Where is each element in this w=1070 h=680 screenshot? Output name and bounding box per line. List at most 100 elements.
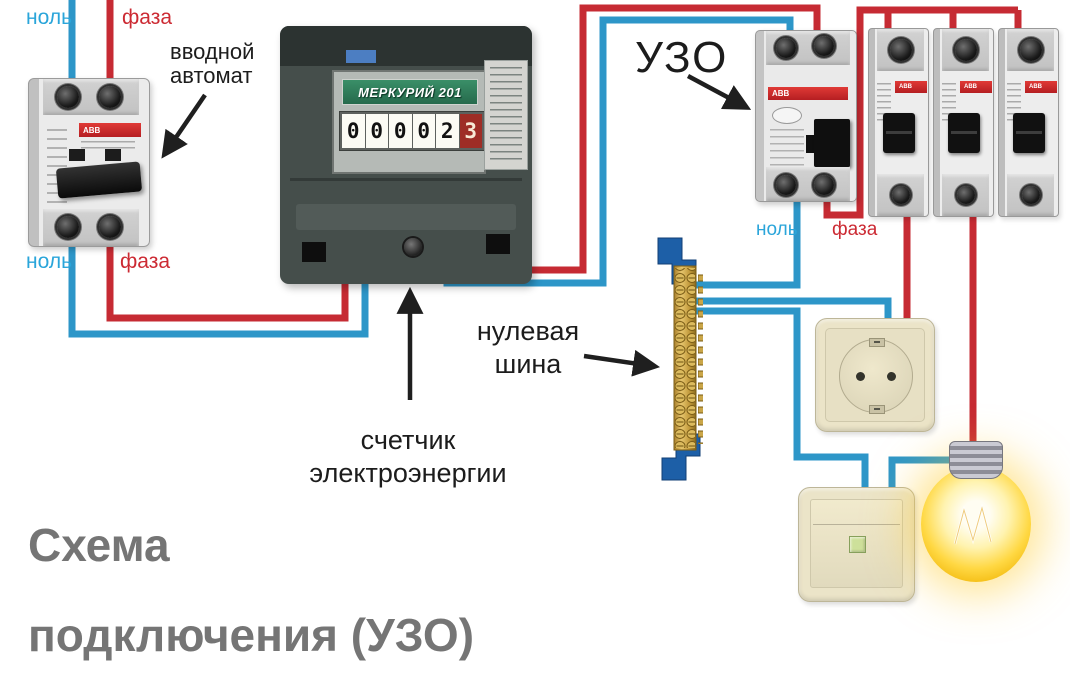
- terminal-screw: [57, 86, 79, 108]
- page-title-line2: подключения (УЗО): [28, 609, 475, 661]
- abb-logo-band: ABB: [1025, 81, 1057, 93]
- terminal-screw: [957, 186, 975, 204]
- label-phase-top: фаза: [122, 6, 173, 29]
- label-input-breaker-line1: вводной: [170, 39, 255, 64]
- spec-markings: [81, 141, 135, 153]
- rcd-top-terminals: [766, 31, 850, 65]
- breaker-toggle: [1013, 113, 1045, 153]
- rcd-toggle-step: [806, 135, 815, 153]
- label-rcd: УЗО: [635, 33, 729, 82]
- counter-digit: 0: [342, 114, 365, 148]
- switch-rocker: [810, 499, 903, 588]
- terminal-screw: [776, 175, 796, 195]
- wire-neutral-breaker-to-meter: [68, 238, 369, 338]
- meter-top-cap: [280, 26, 532, 66]
- counter-digit: 0: [389, 114, 412, 148]
- neutral-bus: [657, 237, 703, 481]
- label-meter-caption: счетчик электроэнергии: [288, 424, 528, 490]
- label-neutral-bus-line1: нулевая: [476, 316, 580, 346]
- electricity-meter: МЕРКУРИЙ 201 0 0 0 0 2 3: [280, 26, 532, 284]
- terminal-screw: [890, 39, 912, 61]
- meter-seal-sticker: [346, 50, 376, 63]
- abb-logo: ABB: [899, 84, 912, 90]
- wire-neutral-switch-to-bulb: [888, 456, 953, 495]
- bulb-screw-base: [949, 441, 1003, 479]
- terminal-screw: [776, 38, 796, 58]
- page-title-line1: Схема: [28, 519, 170, 571]
- light-switch: [798, 487, 915, 602]
- label-phase-bottom: фаза: [120, 250, 171, 273]
- wire-neutral-bus-to-switch: [695, 307, 869, 495]
- abb-logo-band: ABB: [79, 123, 141, 137]
- label-rcd-phase: фаза: [832, 219, 878, 240]
- socket-hole-left: [856, 372, 865, 381]
- ground-clip-top: [869, 338, 885, 347]
- abb-logo: ABB: [964, 84, 977, 90]
- meter-lower-cover: [296, 204, 516, 230]
- abb-logo: ABB: [772, 89, 790, 98]
- rcd-device: ABB: [755, 30, 857, 202]
- breaker-bottom-terminals: [43, 209, 139, 246]
- breaker-bottom-terminal: [877, 174, 924, 216]
- socket-hole-right: [887, 372, 896, 381]
- toggle-window: [69, 149, 85, 161]
- rcd-test-button: [772, 107, 802, 124]
- meter-brand-banner: МЕРКУРИЙ 201: [342, 79, 478, 105]
- spec-markings: [770, 129, 804, 173]
- terminal-screw: [1022, 186, 1040, 204]
- socket-frame: [825, 328, 925, 422]
- socket-face: [839, 338, 913, 414]
- label-neutral-top: ноль: [26, 6, 73, 29]
- label-meter-caption-line2: электроэнергии: [309, 458, 507, 488]
- terminal-cover-screw: [404, 238, 422, 256]
- breaker-bottom-terminal: [1007, 174, 1054, 216]
- meter-counter: 0 0 0 0 2 3: [339, 111, 485, 151]
- rcd-toggle: [814, 119, 850, 167]
- wire-phase-rcd-to-breakers-bus: [823, 6, 1022, 219]
- abb-logo-band: ABB: [768, 87, 848, 100]
- label-meter-caption-line1: счетчик: [360, 425, 456, 455]
- counter-digit-tenths: 3: [459, 114, 482, 148]
- terminal-screw: [955, 39, 977, 61]
- terminal-screw: [57, 216, 79, 238]
- abb-logo: ABB: [83, 125, 101, 135]
- breaker-top-terminal: [877, 29, 924, 71]
- switch-indicator: [848, 536, 866, 553]
- terminal-screw: [99, 86, 121, 108]
- meter-face: МЕРКУРИЙ 201 0 0 0 0 2 3: [332, 70, 486, 174]
- breaker-toggle: [948, 113, 980, 153]
- arrow-rcd: [686, 74, 752, 110]
- label-rcd-neutral: ноль: [756, 219, 798, 240]
- bus-screws: [675, 268, 695, 448]
- abb-logo-band: ABB: [895, 81, 927, 93]
- wire-phase-breaker-to-meter: [106, 238, 349, 322]
- label-input-breaker-line2: автомат: [170, 63, 253, 88]
- bulb-filament: [953, 503, 993, 545]
- terminal-screw: [1020, 39, 1042, 61]
- breaker-top-terminal: [942, 29, 989, 71]
- counter-digit: 0: [365, 114, 388, 148]
- input-circuit-breaker: ABB: [28, 78, 150, 247]
- counter-digit: 0: [412, 114, 435, 148]
- label-neutral-bottom: ноль: [26, 250, 73, 273]
- meter-mount-foot: [486, 234, 510, 254]
- label-neutral-bus-line2: шина: [494, 349, 562, 379]
- wire-neutral-rcd-to-bus: [695, 198, 801, 289]
- ground-clip-bottom: [869, 405, 885, 414]
- label-neutral-bus: нулевая шина: [448, 315, 608, 381]
- terminal-screw: [814, 175, 834, 195]
- abb-logo-band: ABB: [960, 81, 992, 93]
- terminal-screw: [99, 216, 121, 238]
- arrow-input-breaker: [161, 93, 207, 159]
- wall-socket: [815, 318, 935, 432]
- meter-mount-foot: [302, 242, 326, 262]
- rcd-bottom-terminals: [766, 167, 850, 201]
- arrow-neutral-bus: [583, 349, 661, 377]
- abb-logo: ABB: [1029, 84, 1042, 90]
- branch-breaker-1: ABB: [868, 28, 929, 217]
- branch-breaker-3: ABB: [998, 28, 1059, 217]
- label-input-breaker: вводной автомат: [170, 40, 254, 88]
- terminal-screw: [892, 186, 910, 204]
- nameplate-text-lines: [490, 67, 522, 161]
